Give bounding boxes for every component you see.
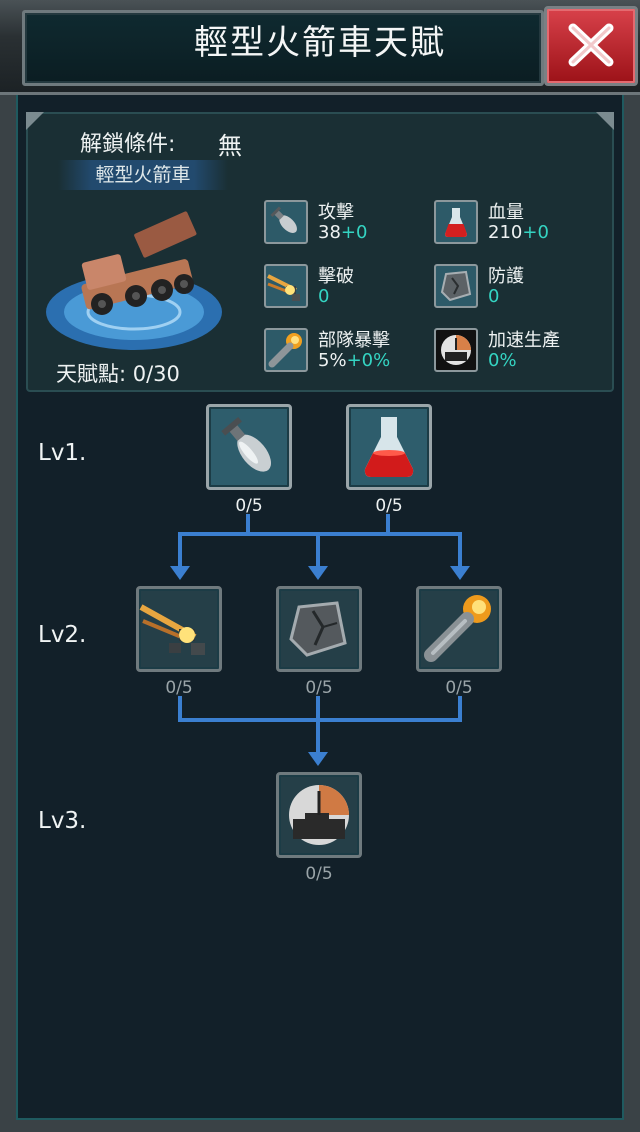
rocket-truck-icon	[46, 211, 222, 350]
production-clock-icon	[289, 785, 349, 845]
talent-node-break[interactable]	[136, 586, 222, 672]
tree-connector	[178, 718, 462, 722]
stat-value: 38+0	[318, 222, 368, 243]
tree-arrow	[450, 566, 470, 580]
production-clock-icon	[434, 328, 478, 372]
red-flask-icon	[434, 200, 478, 244]
stat-value: 0	[318, 286, 330, 307]
stat-value: 0	[488, 286, 500, 307]
title-plate	[22, 10, 544, 86]
node-count: 0/5	[305, 678, 333, 698]
red-flask-icon	[364, 417, 414, 477]
level-label-1: Lv1.	[38, 440, 87, 466]
stat-name: 防護	[488, 266, 524, 287]
stat-value: 5%+0%	[318, 350, 391, 371]
stat-attack: 攻擊 38+0	[264, 200, 424, 250]
mortar-shell-icon	[221, 416, 272, 472]
tree-arrow	[308, 566, 328, 580]
stat-value: 210+0	[488, 222, 549, 243]
level-label-2: Lv2.	[38, 622, 87, 648]
close-button[interactable]	[544, 6, 638, 86]
talent-node-production[interactable]	[276, 772, 362, 858]
tree-arrow	[308, 752, 328, 766]
node-count: 0/5	[445, 678, 473, 698]
panel-corner	[596, 112, 614, 130]
stat-name: 部隊暴擊	[318, 330, 390, 351]
tree-connector	[386, 514, 390, 534]
unlock-condition-label: 解鎖條件:	[80, 132, 176, 157]
stat-health: 血量 210+0	[434, 200, 594, 250]
panel-corner	[26, 112, 44, 130]
flaming-rocket-icon	[424, 595, 491, 662]
node-count: 0/5	[235, 496, 263, 516]
tree-connector	[316, 532, 320, 572]
tree-connector	[178, 696, 182, 720]
header-bar: 輕型火箭車天賦	[0, 0, 640, 95]
node-count: 0/5	[305, 864, 333, 884]
tree-connector	[316, 696, 320, 758]
unit-name-tag: 輕型火箭車	[58, 160, 228, 190]
stat-value: 0%	[488, 350, 517, 371]
stat-name: 加速生產	[488, 330, 560, 351]
stat-name: 擊破	[318, 266, 354, 287]
tree-connector	[458, 532, 462, 572]
talent-node-health[interactable]	[346, 404, 432, 490]
node-count: 0/5	[165, 678, 193, 698]
stat-name: 血量	[488, 202, 524, 223]
tree-connector	[178, 532, 182, 572]
close-icon	[568, 23, 614, 67]
page-title: 輕型火箭車天賦	[194, 23, 446, 63]
mortar-shell-icon	[264, 200, 308, 244]
tree-connector	[458, 696, 462, 720]
tree-connector	[178, 532, 462, 536]
armor-plate-icon	[434, 264, 478, 308]
unlock-condition-value: 無	[218, 132, 242, 160]
node-count: 0/5	[375, 496, 403, 516]
level-label-3: Lv3.	[38, 808, 87, 834]
unit-info-panel: 解鎖條件: 無 輕型火箭車 天賦點: 0/30 攻擊 38+0 血量 210+0	[26, 112, 614, 392]
armor-break-icon	[139, 604, 205, 655]
stat-defense: 防護 0	[434, 264, 594, 314]
tree-arrow	[170, 566, 190, 580]
tree-connector	[246, 514, 250, 534]
stat-critical: 部隊暴擊 5%+0%	[264, 328, 424, 378]
stat-production: 加速生產 0%	[434, 328, 594, 378]
talent-node-attack[interactable]	[206, 404, 292, 490]
armor-break-icon	[264, 264, 308, 308]
stat-name: 攻擊	[318, 202, 354, 223]
armor-plate-icon	[289, 601, 347, 657]
flaming-rocket-icon	[264, 328, 308, 372]
talent-node-defense[interactable]	[276, 586, 362, 672]
stat-break: 擊破 0	[264, 264, 424, 314]
talent-node-critical[interactable]	[416, 586, 502, 672]
talent-points: 天賦點: 0/30	[56, 362, 180, 386]
